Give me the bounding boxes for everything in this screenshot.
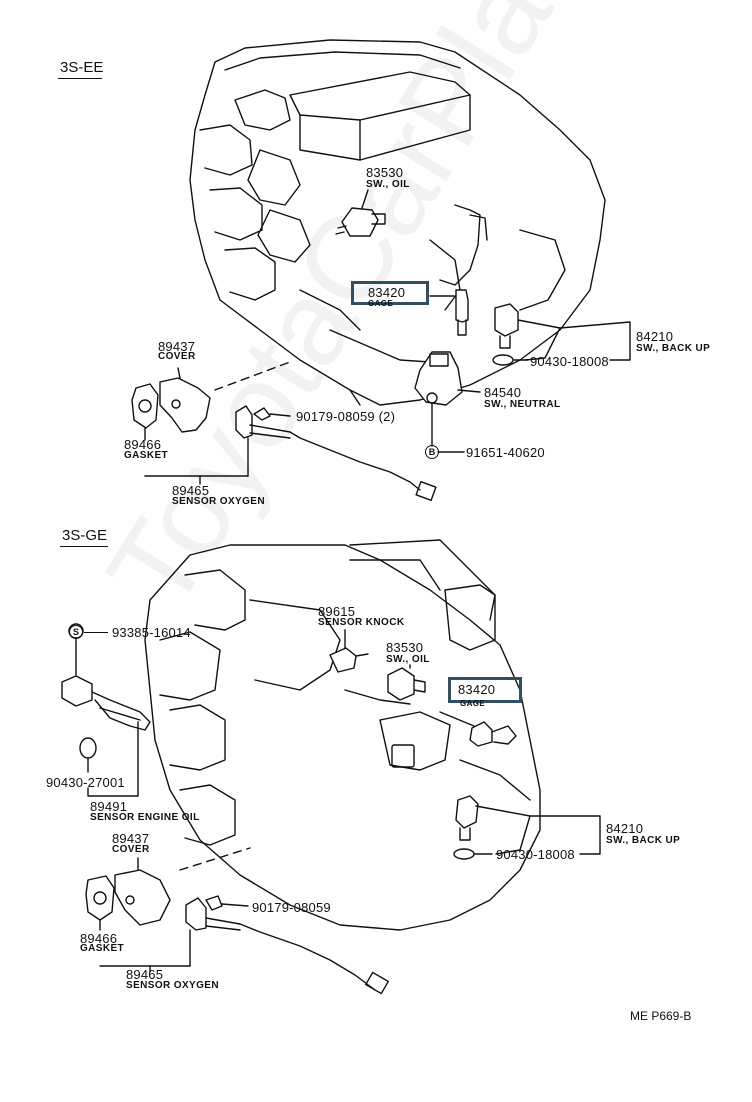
part-number-90430-18008: 90430-18008 [530, 354, 609, 369]
knock-sensor [329, 629, 369, 673]
part-number-89466: 89466 [124, 437, 162, 452]
part-number-93385-16014: 93385-16014 [112, 625, 191, 640]
part-name-gasket: GASKET [80, 943, 125, 954]
part-number-84540: 84540 [484, 385, 522, 400]
part-number-90179-08059: 90179-08059 [252, 900, 331, 915]
part-name-sensor-oxygen: SENSOR OXYGEN [126, 980, 219, 991]
oxygen-sensor-bottom [99, 897, 389, 995]
part-name-backup-switch: SW., BACK UP [636, 343, 711, 354]
part-number-90179-08059: 90179-08059 (2) [296, 409, 396, 424]
part-name-sensor-oxygen: SENSOR OXYGEN [172, 496, 265, 507]
part-number-89437: 89437 [158, 339, 196, 354]
part-number-84210: 84210 [606, 821, 644, 836]
part-name-gasket: GASKET [124, 450, 169, 461]
part-name-gage: GAGE [460, 699, 486, 708]
highlight-box-83420-bottom [448, 677, 522, 703]
part-name-oil-switch: SW., OIL [366, 179, 410, 190]
part-number-90430-27001: 90430-27001 [46, 775, 125, 790]
cover-top [159, 367, 211, 433]
section-title-3s-ge: 3S-GE [62, 527, 108, 544]
leader-line [84, 632, 108, 633]
part-number-83530: 83530 [386, 640, 424, 655]
part-name-gage: GAGE [368, 299, 394, 308]
section-title-underline [60, 546, 108, 547]
engine-oil-sensor [61, 623, 151, 797]
part-number-83420: 83420 [458, 682, 496, 697]
part-number-91651-40620: 91651-40620 [466, 445, 545, 460]
part-number-90430-18008: 90430-18008 [496, 847, 575, 862]
part-name-sensor-knock: SENSOR KNOCK [318, 617, 405, 628]
gasket-top [131, 383, 159, 441]
part-name-sensor-engine-oil: SENSOR ENGINE OIL [90, 812, 200, 823]
section-title-underline [58, 78, 102, 79]
neutral-switch-top [414, 351, 481, 447]
part-number-89615: 89615 [318, 604, 356, 619]
part-number-89437: 89437 [112, 831, 150, 846]
gage-bottom [439, 711, 517, 747]
part-number-83420: 83420 [368, 285, 406, 300]
part-number-83530: 83530 [366, 165, 404, 180]
highlight-box-83420-top [351, 281, 429, 305]
part-name-cover: COVER [158, 351, 196, 362]
engine-block-top [189, 39, 606, 406]
oil-switch-top [335, 189, 386, 237]
figure-reference: ME P669-B [630, 1009, 692, 1023]
engine-block-bottom [144, 539, 541, 931]
marker-s-icon: S [69, 625, 83, 639]
part-name-cover: COVER [112, 844, 150, 855]
gasket-bottom [85, 875, 115, 931]
section-title-3s-ee: 3S-EE [60, 59, 104, 76]
part-number-89466: 89466 [80, 931, 118, 946]
part-number-84210: 84210 [636, 329, 674, 344]
part-name-backup-switch: SW., BACK UP [606, 835, 681, 846]
oil-switch-bottom [387, 664, 426, 701]
backup-switch-top [492, 303, 631, 366]
gage-top [429, 289, 469, 336]
part-name-oil-switch: SW., OIL [386, 654, 430, 665]
part-number-89465: 89465 [172, 483, 210, 498]
part-number-89491: 89491 [90, 799, 128, 814]
marker-b-icon: B [425, 445, 439, 459]
part-number-89465: 89465 [126, 967, 164, 982]
cover-bottom [114, 857, 171, 926]
oxygen-sensor-top [144, 405, 437, 502]
part-name-neutral-switch: SW., NEUTRAL [484, 399, 561, 410]
backup-switch-bottom [453, 795, 601, 860]
